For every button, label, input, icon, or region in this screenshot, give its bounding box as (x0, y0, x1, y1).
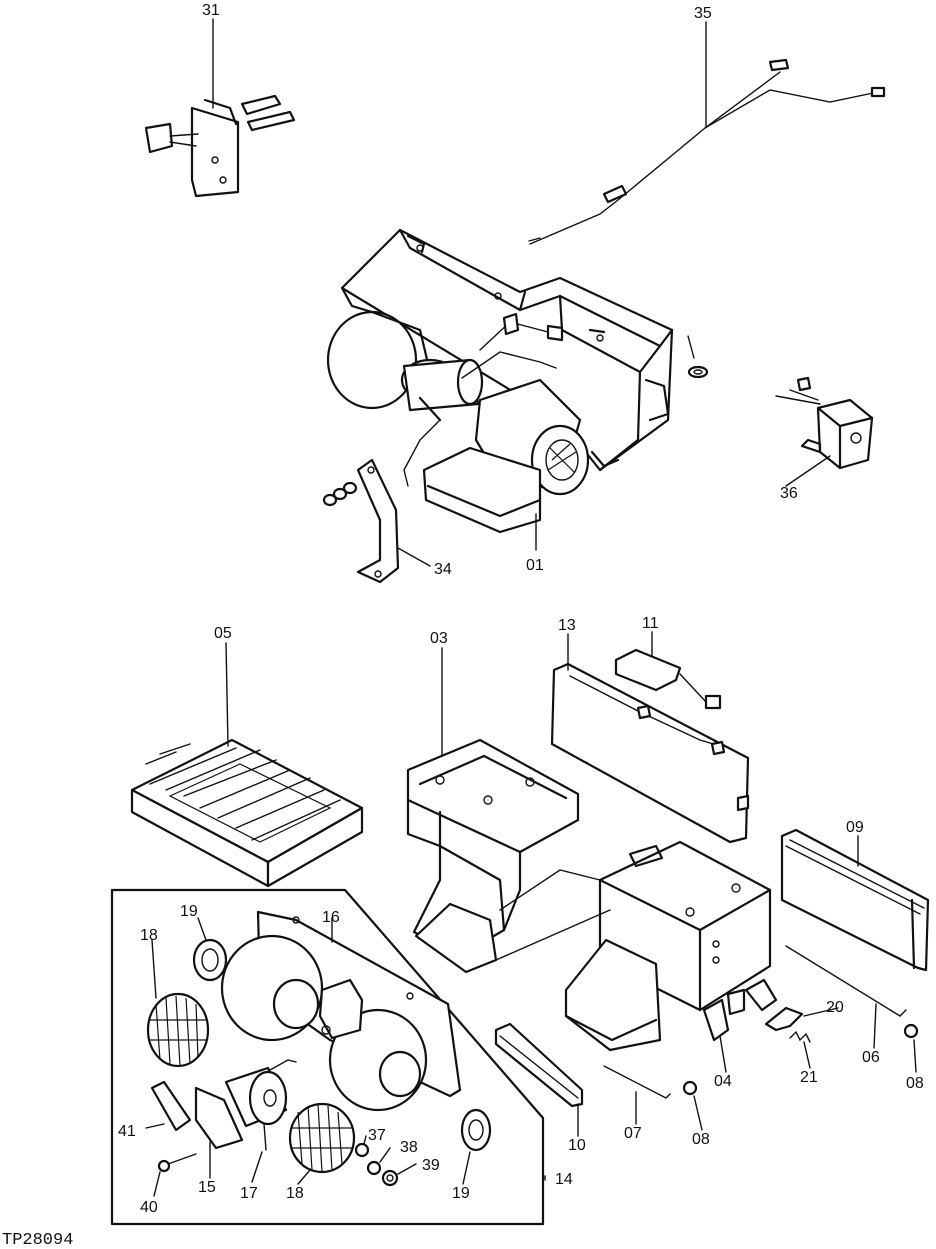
part-13-seal-plate (550, 662, 750, 844)
part-01-heater-assembly (326, 228, 709, 534)
part-41-strap (150, 1080, 192, 1132)
callout-13: 13 (558, 617, 576, 634)
callout-03: 03 (430, 630, 448, 647)
callout-07: 07 (624, 1125, 642, 1142)
callout-34: 34 (434, 561, 452, 578)
part-31-switch-bracket (144, 94, 296, 198)
callout-01: 01 (526, 557, 544, 574)
callout-11: 11 (642, 615, 659, 632)
detail-box-14 (110, 888, 545, 1226)
callout-16: 16 (322, 909, 340, 926)
callout-40: 40 (140, 1199, 158, 1216)
part-18-blower-wheel (146, 992, 356, 1174)
part-35-wire-harness (528, 58, 886, 245)
leader-lines (145, 18, 917, 1197)
figure-code: TP28094 (2, 1231, 73, 1249)
part-34-bracket (322, 458, 400, 584)
callout-05: 05 (214, 625, 232, 642)
callout-06: 06 (862, 1049, 880, 1066)
callout-10: 10 (568, 1137, 586, 1154)
callout-08-center: 08 (692, 1131, 710, 1148)
part-09-filter (780, 828, 930, 972)
callout-08-right: 08 (906, 1075, 924, 1092)
part-39-nut (381, 1169, 399, 1187)
part-20-clip (764, 1006, 804, 1032)
part-37-washer (354, 1142, 370, 1158)
callout-36: 36 (780, 485, 798, 502)
part-08-plug (682, 1023, 919, 1096)
part-16-blower-housing (220, 910, 462, 1112)
part-17-motor (224, 1059, 297, 1151)
callout-21: 21 (800, 1069, 818, 1086)
part-19-grommet (192, 938, 492, 1152)
callout-14: 14 (555, 1171, 573, 1188)
callout-18-left: 18 (140, 927, 158, 944)
callout-37: 37 (368, 1127, 386, 1144)
part-21-spring (789, 1030, 811, 1043)
callout-19-bottom: 19 (452, 1185, 470, 1202)
part-05-heater-core (130, 738, 364, 888)
callout-39: 39 (422, 1157, 440, 1174)
part-10-seal-strip (494, 1022, 584, 1108)
part-15-motor-mount (194, 1086, 244, 1150)
part-04-door-lever (702, 978, 778, 1042)
callout-15: 15 (198, 1179, 216, 1196)
callout-31: 31 (202, 2, 220, 19)
part-40-screw (157, 1153, 197, 1173)
callout-35: 35 (694, 5, 712, 22)
part-06-rod (785, 945, 907, 1017)
callout-41: 41 (118, 1123, 136, 1140)
callout-04: 04 (714, 1073, 732, 1090)
callout-20: 20 (826, 999, 844, 1016)
callout-38: 38 (400, 1139, 418, 1156)
part-03-heater-case (406, 738, 772, 1052)
callout-17: 17 (240, 1185, 258, 1202)
part-11-switch (614, 648, 722, 710)
part-38-lockwasher (366, 1160, 382, 1176)
callout-19-top: 19 (180, 903, 198, 920)
callout-09: 09 (846, 819, 864, 836)
part-36-resistor (775, 376, 874, 470)
callout-18-bottom: 18 (286, 1185, 304, 1202)
part-07-rod (603, 1065, 671, 1099)
